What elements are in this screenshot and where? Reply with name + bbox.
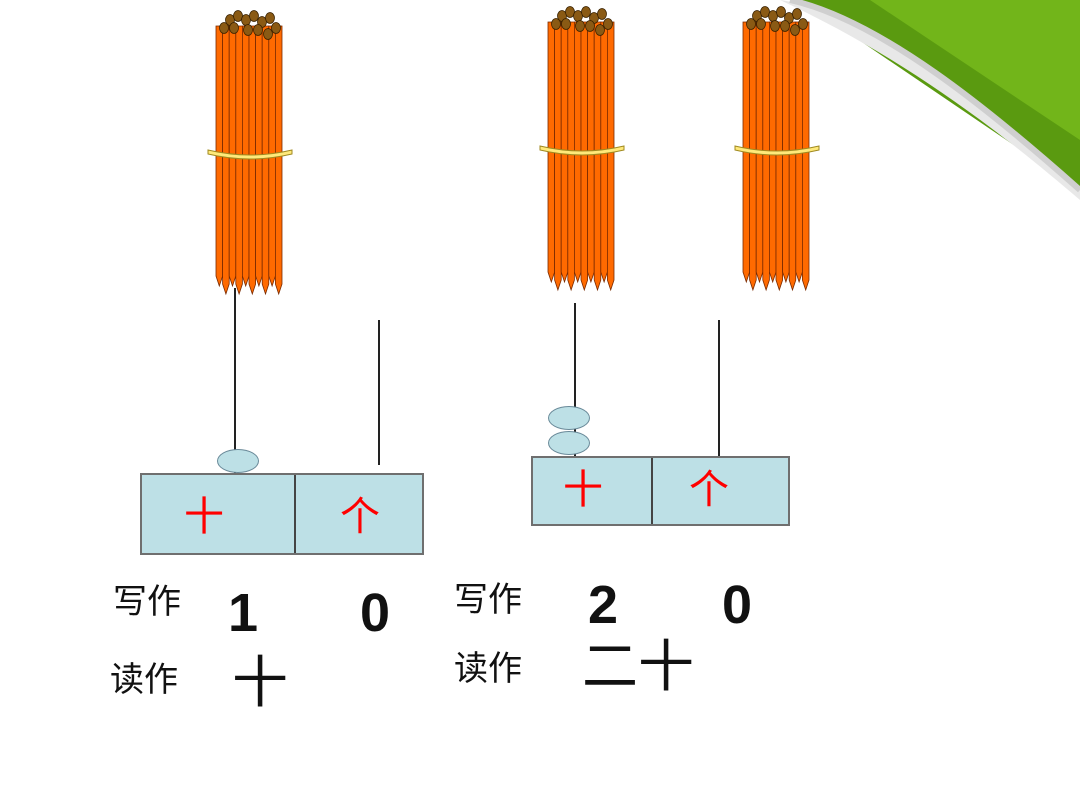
abacus-bead-icon	[548, 431, 590, 455]
ones-digit: 0	[722, 575, 753, 635]
tens-place-label: 十	[563, 467, 603, 513]
read-label: 读作	[454, 649, 522, 689]
stick-bundle-1	[207, 10, 293, 296]
abacus-rod-tens-2	[574, 303, 576, 463]
ones-place-label: 个	[689, 467, 729, 513]
page-curl-icon	[780, 0, 1080, 200]
read-label: 读作	[110, 660, 178, 700]
stick-bundle-3	[734, 6, 820, 292]
ones-digit: 0	[360, 583, 391, 643]
stick-bundle-2	[539, 6, 625, 292]
abacus-bead-icon	[548, 406, 590, 430]
tens-digit: 2	[588, 575, 619, 635]
place-divider	[651, 458, 653, 524]
place-divider	[294, 475, 296, 553]
abacus-rod-tens-1	[234, 288, 236, 473]
abacus-rod-ones-2	[718, 320, 720, 465]
number-reading: 十	[232, 651, 288, 716]
abacus-bead-icon	[217, 449, 259, 473]
abacus-rod-ones-1	[378, 320, 380, 465]
write-label: 写作	[113, 582, 181, 622]
place-value-box-1: 十 个	[140, 473, 424, 555]
tens-digit: 1	[228, 583, 259, 643]
place-value-box-2: 十 个	[531, 456, 790, 526]
number-reading: 二十	[582, 635, 694, 700]
ones-place-label: 个	[340, 494, 380, 540]
write-label: 写作	[454, 580, 522, 620]
tens-place-label: 十	[184, 494, 224, 540]
